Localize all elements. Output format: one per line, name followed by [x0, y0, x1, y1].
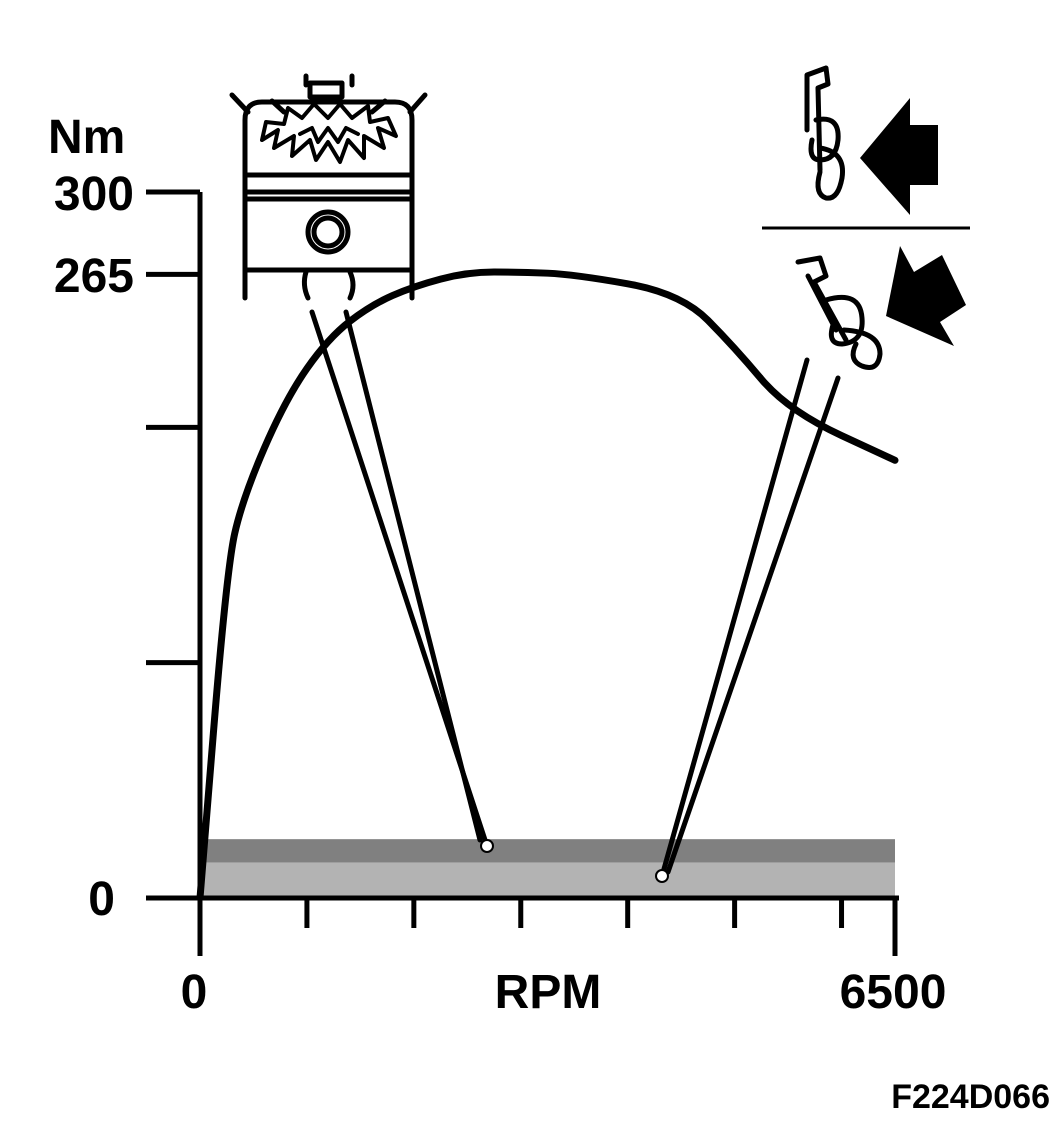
- figure-code: F224D066: [891, 1078, 1050, 1116]
- x-tick-label-6500: 6500: [840, 966, 947, 1019]
- x-tick-label-0: 0: [181, 966, 208, 1019]
- arrow-diagonal-icon: [886, 246, 966, 346]
- valve-spring-neutral-icon: [804, 65, 846, 201]
- band-0: [200, 839, 895, 863]
- pointer-lines: [309, 309, 841, 879]
- y-tick-label-300: 300: [54, 168, 134, 221]
- y-tick-label-265: 265: [54, 250, 134, 303]
- band-1: [200, 862, 895, 898]
- pointer-tip-right: [655, 869, 669, 883]
- pointer-right-outer: [659, 357, 810, 879]
- axes: [146, 189, 899, 956]
- y-tick-label-0: 0: [88, 873, 115, 926]
- arrow-left-icon: [860, 98, 938, 215]
- pointer-tip-left: [480, 839, 494, 853]
- pointer-left-inner: [343, 309, 483, 843]
- tolerance-bands: [200, 839, 895, 898]
- torque-curve: [196, 268, 899, 902]
- piston-combustion-icon: [229, 73, 428, 301]
- pointer-right-inner: [665, 375, 841, 875]
- y-axis-label: Nm: [48, 111, 125, 164]
- valve-spring-compressed-icon: [795, 255, 883, 370]
- x-axis-label: RPM: [495, 966, 602, 1019]
